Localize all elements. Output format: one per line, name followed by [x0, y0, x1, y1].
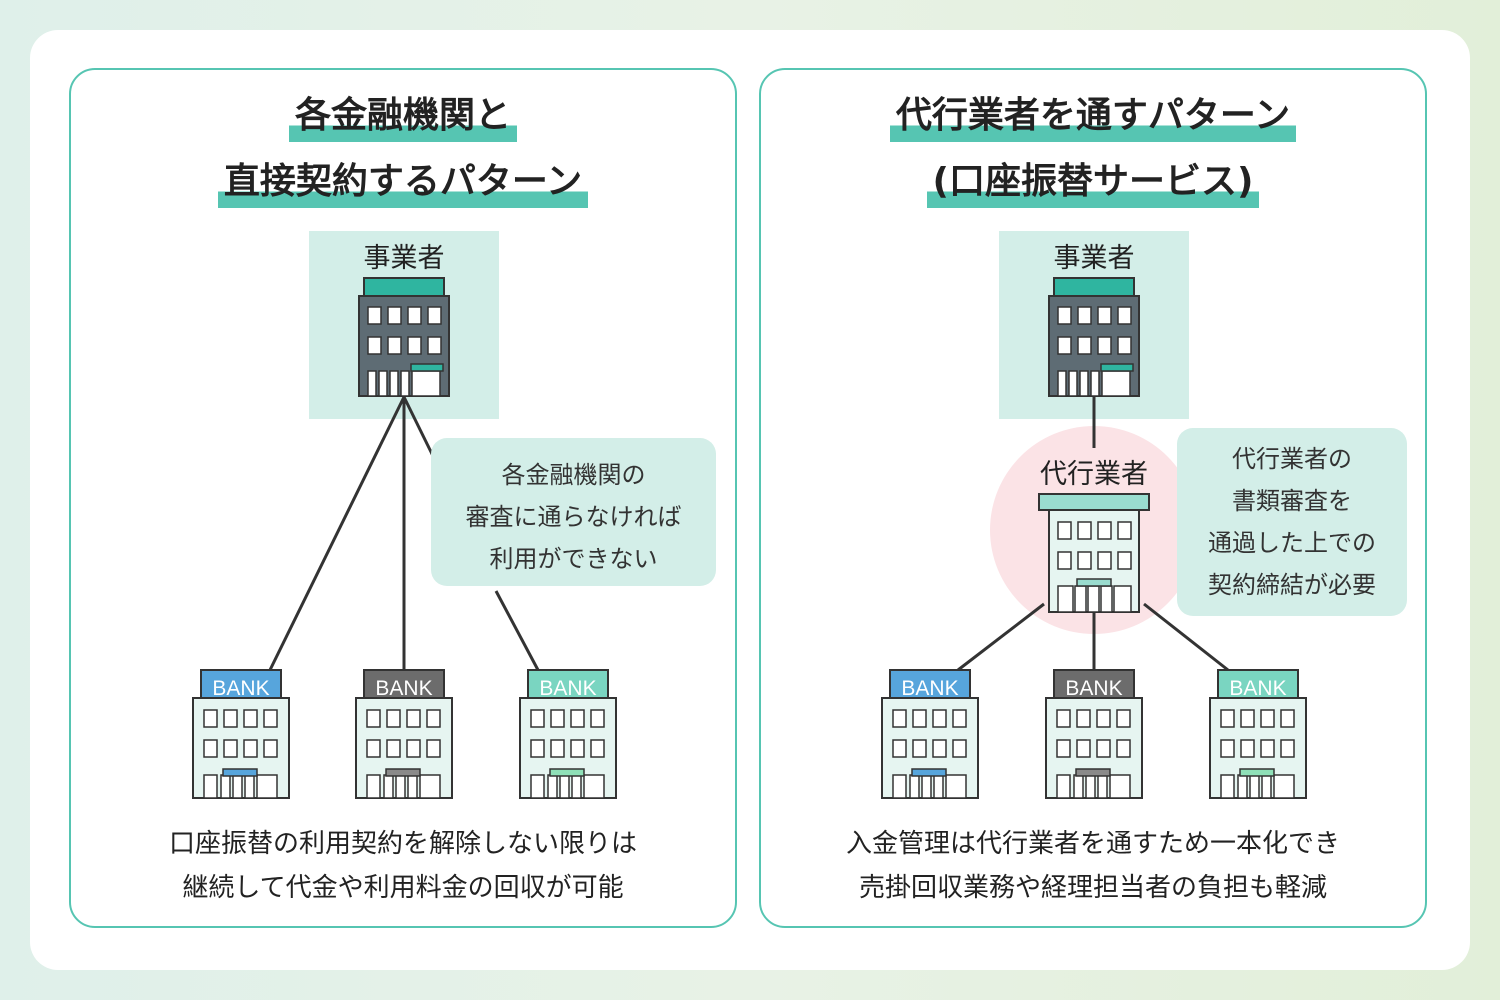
right-business-building-icon — [1048, 277, 1140, 397]
left-title-line1: 各金融機関と — [71, 90, 735, 142]
right-note-line: 通過した上での — [1208, 529, 1376, 557]
left-note-line: 審査に通らなければ — [465, 503, 682, 531]
left-caption-line: 継続して代金や利用料金の回収が可能 — [182, 873, 624, 903]
left-bank-1-label: BANK — [212, 677, 269, 700]
left-business-building-icon — [358, 277, 450, 397]
left-note-line: 利用ができない — [489, 545, 658, 573]
right-bank-1-icon — [881, 669, 979, 799]
left-bank-2-icon — [355, 669, 453, 799]
right-note-bubble: 代行業者の 書類審査を 通過した上での 契約締結が必要 — [1177, 428, 1407, 616]
left-note-bubble: 各金融機関の 審査に通らなければ 利用ができない — [431, 438, 716, 586]
right-agent-label: 代行業者 — [1040, 459, 1148, 490]
left-connector-lines — [268, 396, 540, 671]
right-note-line: 代行業者の — [1232, 445, 1352, 473]
left-business-label: 事業者 — [363, 243, 445, 274]
left-caption-line: 口座振替の利用契約を解除しない限りは — [168, 829, 637, 859]
right-note-line: 書類審査を — [1232, 487, 1352, 515]
right-caption-line: 入金管理は代行業者を通すため一本化でき — [845, 829, 1340, 859]
right-title-line1: 代行業者を通すパターン — [761, 90, 1425, 142]
right-caption-line: 売掛回収業務や経理担当者の負担も軽減 — [858, 873, 1327, 903]
right-bank-3-icon — [1209, 669, 1307, 799]
right-connector-lines — [957, 396, 1229, 672]
right-caption: 入金管理は代行業者を通すため一本化でき 売掛回収業務や経理担当者の負担も軽減 — [759, 822, 1427, 910]
right-title-line2: (口座振替サービス) — [761, 156, 1425, 208]
right-bank-2-icon — [1045, 669, 1143, 799]
left-bank-3-label: BANK — [539, 677, 596, 700]
left-title-line2: 直接契約するパターン — [71, 156, 735, 208]
left-caption: 口座振替の利用契約を解除しない限りは 継続して代金や利用料金の回収が可能 — [69, 822, 737, 910]
left-bank-3-icon — [519, 669, 617, 799]
right-bank-2-label: BANK — [1065, 677, 1122, 700]
right-note-line: 契約締結が必要 — [1208, 571, 1376, 599]
right-bank-1-label: BANK — [901, 677, 958, 700]
right-agent-building-icon — [1038, 493, 1150, 613]
left-bank-2-label: BANK — [375, 677, 432, 700]
right-business-label: 事業者 — [1053, 243, 1135, 274]
right-bank-3-label: BANK — [1229, 677, 1286, 700]
left-bank-1-icon — [192, 669, 290, 799]
left-note-line: 各金融機関の — [501, 461, 646, 489]
